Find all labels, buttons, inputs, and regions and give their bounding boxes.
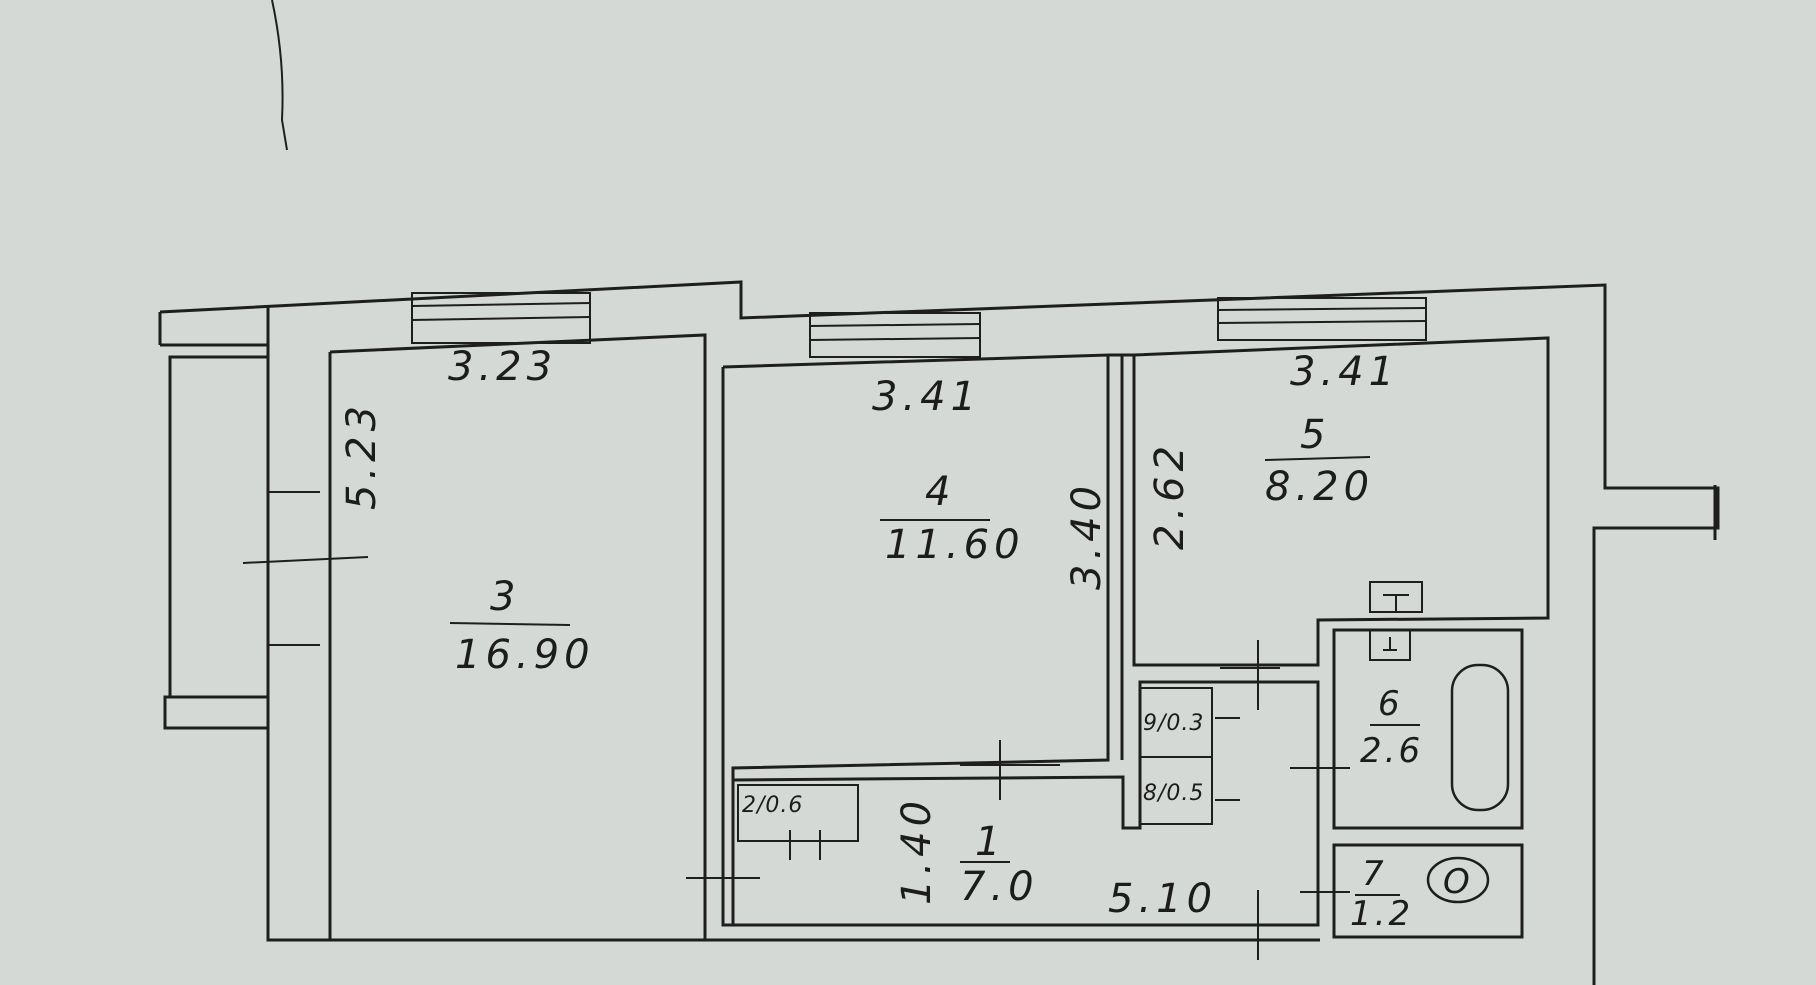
bathtub [1450, 663, 1510, 812]
exterior-walls [158, 280, 1720, 985]
room-4-area: 11.60 [885, 522, 1025, 568]
room-6-area: 2.6 [1360, 731, 1423, 771]
vent-symbol [1369, 581, 1423, 661]
room-5-area: 8.20 [1265, 464, 1374, 510]
room-7-area: 1.2 [1350, 894, 1413, 934]
fraction-bars [449, 456, 1420, 896]
closet-2 [737, 784, 859, 842]
room-5-depth: 2.62 [1147, 441, 1193, 550]
room-6-number: 6 [1378, 684, 1403, 724]
interior-walls [328, 333, 1550, 940]
room-4-number: 4 [925, 469, 955, 515]
window-room4 [809, 312, 981, 358]
balcony [163, 355, 369, 730]
room-3-area: 16.90 [455, 632, 595, 678]
door-marks [686, 640, 1350, 960]
bathroom-walls [1332, 628, 1524, 830]
room-3-number: 3 [490, 574, 520, 620]
hall-width: 1.40 [894, 796, 940, 905]
room-5-width: 3.41 [1290, 349, 1399, 395]
room-4-depth: 3.40 [1064, 481, 1110, 590]
toilet-fixture: O [1426, 856, 1490, 904]
pen-mark [271, 0, 288, 151]
toilet-symbol: O [1443, 862, 1473, 902]
room-9-label: 9/0.3 [1143, 711, 1204, 736]
room-3-depth: 5.23 [339, 401, 385, 510]
window-room5 [1217, 297, 1427, 341]
room-3-width: 3.23 [448, 344, 557, 390]
windows [411, 292, 1427, 358]
room-7-number: 7 [1362, 854, 1387, 894]
room-1-area: 7.0 [960, 864, 1039, 910]
room-1-number: 1 [975, 819, 1005, 865]
room-5-number: 5 [1300, 412, 1330, 458]
hall-length: 5.10 [1108, 876, 1217, 922]
room-8-label: 8/0.5 [1143, 781, 1204, 806]
room-2-label: 2/0.6 [742, 793, 803, 818]
room-4-width: 3.41 [872, 374, 981, 420]
